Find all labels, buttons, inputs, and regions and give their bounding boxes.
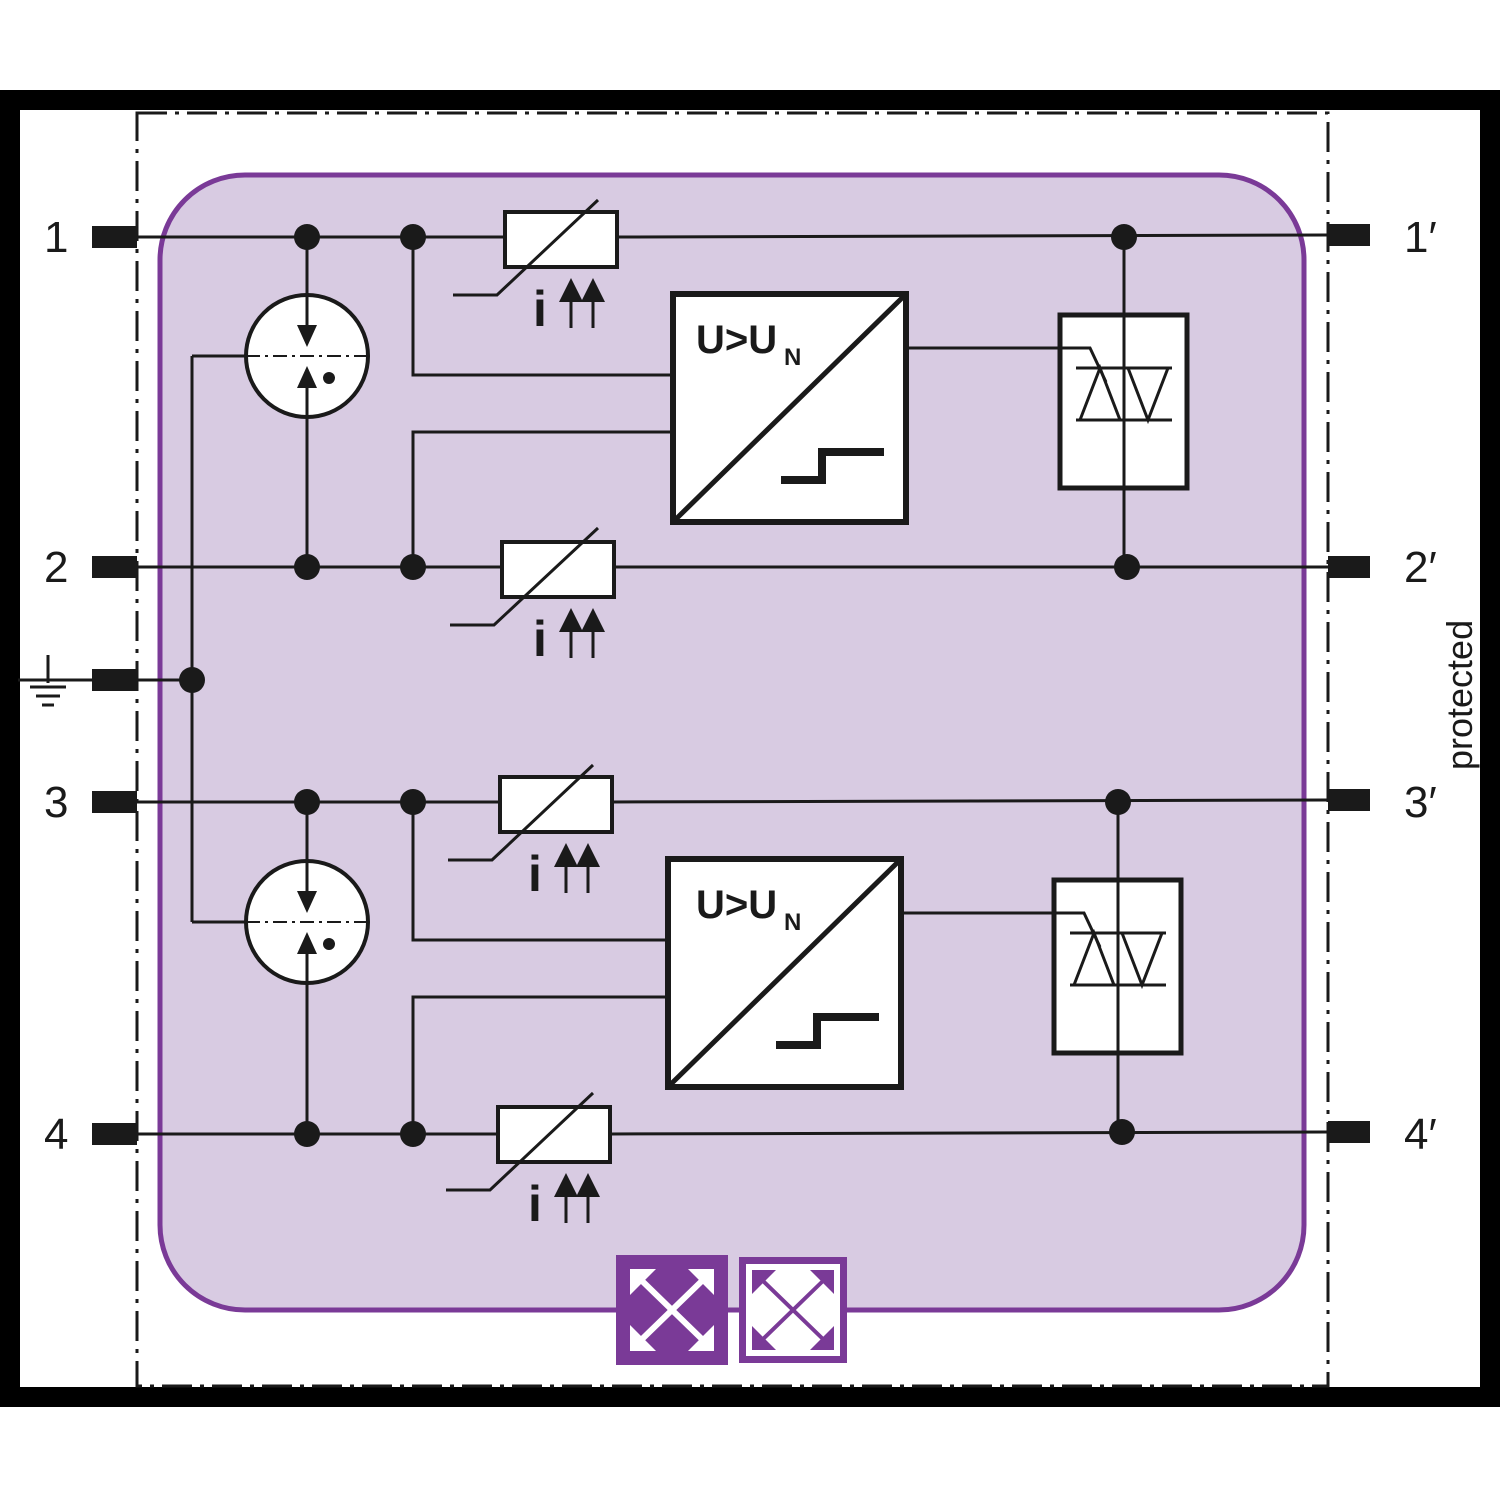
junction-dots <box>179 224 1140 1147</box>
terminal-label-2: 2 <box>44 543 68 592</box>
ptc-resistor-icon <box>450 526 616 627</box>
terminal-label-1-prime: 1′ <box>1404 213 1437 262</box>
expand-arrows-outline-icon <box>739 1257 847 1363</box>
current-label: i <box>528 846 542 902</box>
current-label: i <box>533 611 547 667</box>
terminal-stubs <box>92 224 1370 1145</box>
current-indicator: i <box>533 608 605 667</box>
ptc-resistor-icon <box>448 763 614 862</box>
gas-discharge-tube-icon <box>244 293 370 419</box>
terminal-label-3: 3 <box>44 778 68 827</box>
detector-label-subscript: N <box>784 909 801 936</box>
current-indicator: i <box>533 278 605 337</box>
thyristor-icon <box>1051 877 1184 1056</box>
ground-symbol-icon <box>18 655 92 707</box>
terminal-label-2-prime: 2′ <box>1404 543 1437 592</box>
detector-label: U>U <box>696 883 777 927</box>
outer-frame <box>0 90 1500 1407</box>
current-indicator: i <box>528 1173 600 1232</box>
voltage-detector-block: U>U N <box>665 856 904 1090</box>
module-outline <box>135 111 1330 1388</box>
terminal-label-3-prime: 3′ <box>1404 778 1437 827</box>
expand-arrows-filled-icon <box>616 1255 728 1365</box>
terminal-label-1: 1 <box>44 213 68 262</box>
voltage-detector-block: U>U N <box>670 291 909 525</box>
thyristor-icon <box>1057 312 1190 491</box>
ptc-resistor-icon <box>446 1091 612 1192</box>
detector-label: U>U <box>696 318 777 362</box>
terminal-label-4-prime: 4′ <box>1404 1110 1437 1159</box>
detector-label-subscript: N <box>784 344 801 371</box>
terminal-label-4: 4 <box>44 1110 68 1159</box>
protection-module <box>157 172 1307 1313</box>
current-indicator: i <box>528 843 600 902</box>
protected-side-label: protected <box>1439 620 1480 770</box>
current-label: i <box>528 1176 542 1232</box>
gas-discharge-tube-icon <box>244 859 370 985</box>
current-label: i <box>533 281 547 337</box>
ptc-resistor-icon <box>453 198 619 297</box>
